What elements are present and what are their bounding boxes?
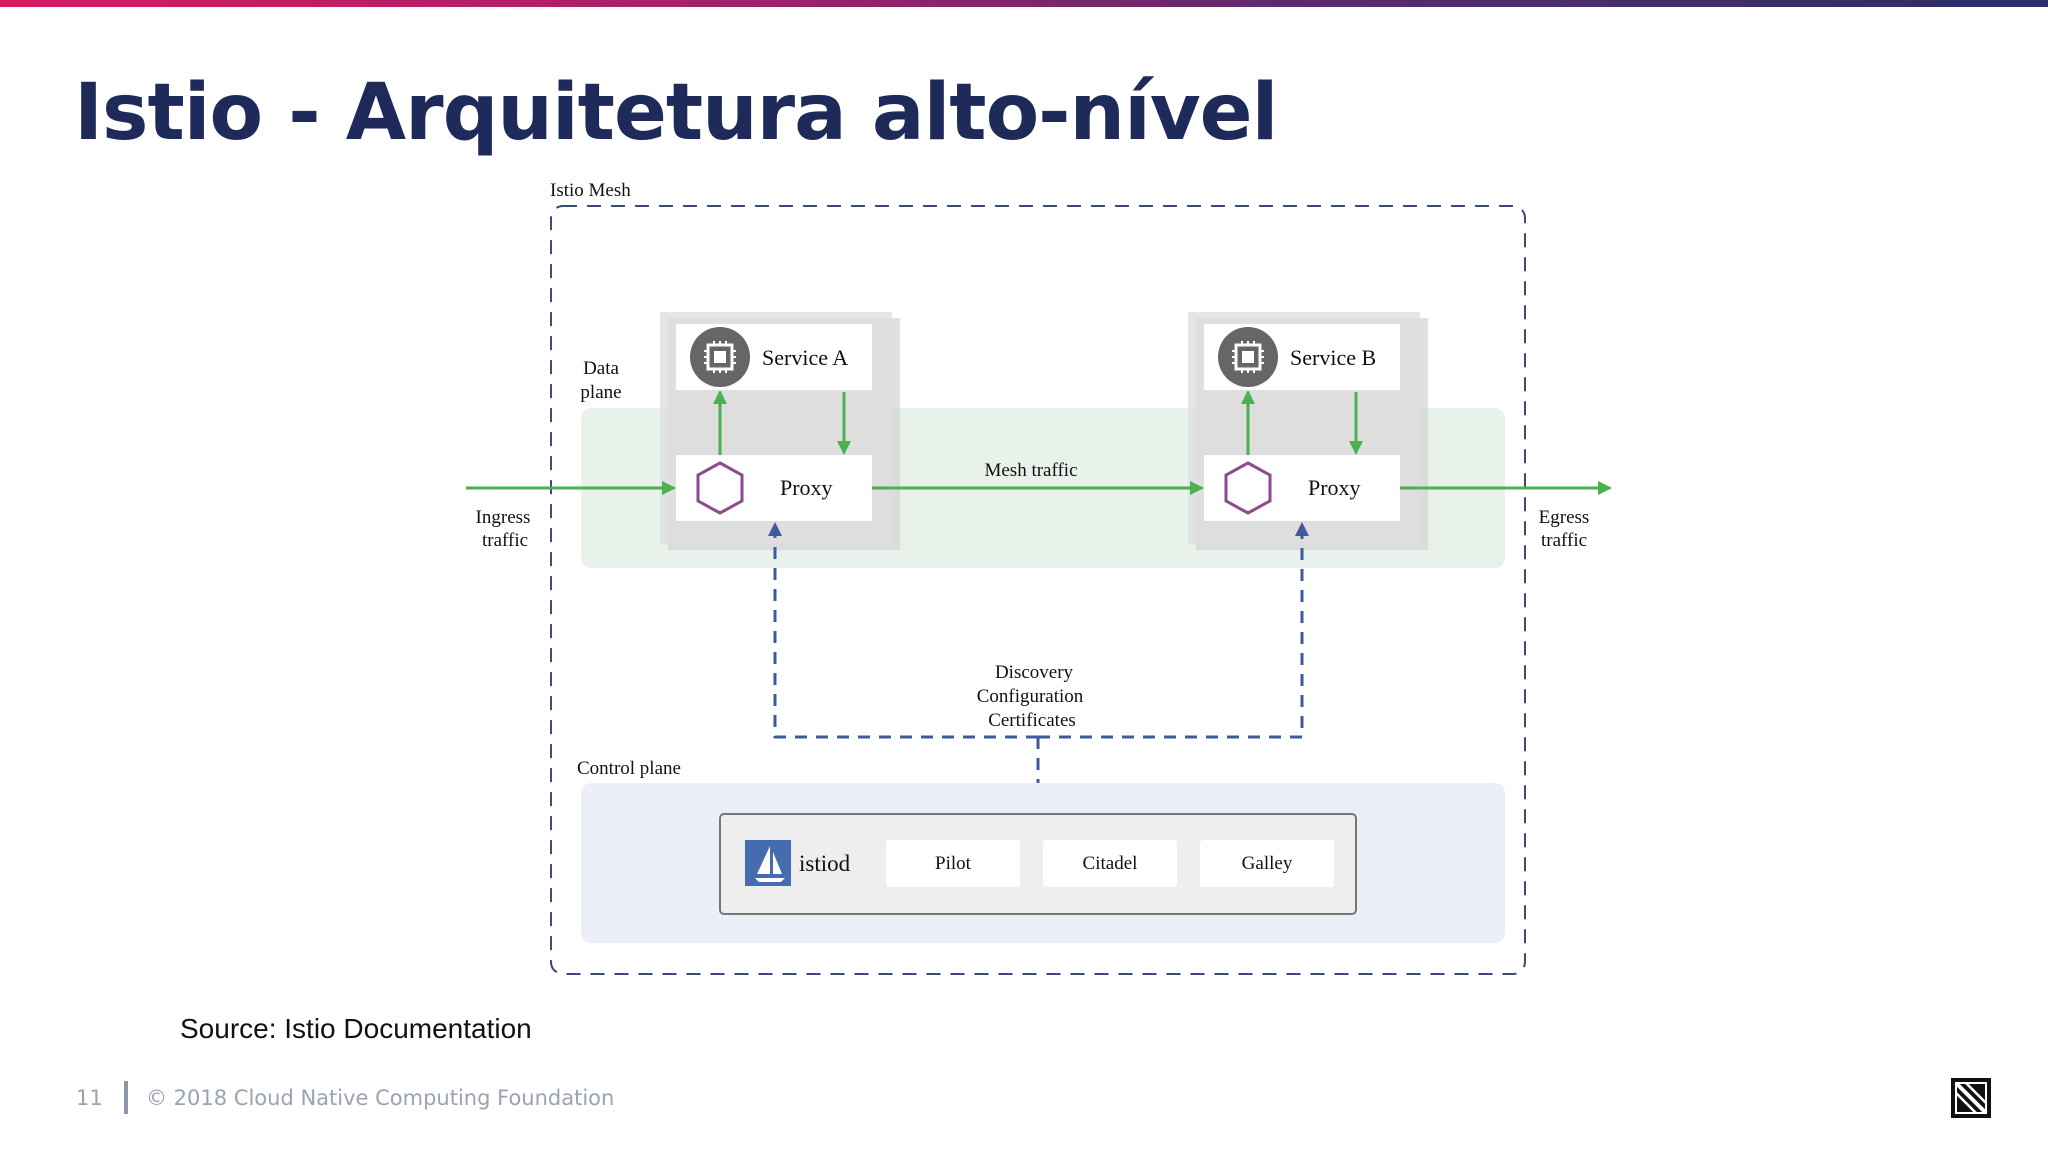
footer-copyright: © 2018 Cloud Native Computing Foundation xyxy=(146,1086,615,1110)
egress-label-line2: traffic xyxy=(1541,530,1587,551)
proxy-hexagon-icon xyxy=(696,461,744,515)
proxy-b-label: Proxy xyxy=(1308,475,1361,500)
control-to-proxy-a-connector xyxy=(768,522,1038,739)
service-a-label: Service A xyxy=(762,345,848,370)
proxy-b-box xyxy=(1204,455,1400,521)
citadel-box xyxy=(1043,840,1177,887)
proxy-a-label: Proxy xyxy=(780,475,833,500)
source-caption: Source: Istio Documentation xyxy=(180,1013,532,1044)
galley-box xyxy=(1200,840,1334,887)
service-b-label: Service B xyxy=(1290,345,1376,370)
istio-mesh-label: Istio Mesh xyxy=(550,180,631,201)
mesh-traffic-label: Mesh traffic xyxy=(984,460,1077,481)
discovery-label: Discovery xyxy=(995,662,1074,683)
certificates-label: Certificates xyxy=(988,710,1076,731)
proxy-hexagon-icon xyxy=(1224,461,1272,515)
configuration-label: Configuration xyxy=(977,686,1084,707)
footer-divider xyxy=(124,1081,128,1114)
page-number: 11 xyxy=(76,1086,103,1110)
istio-mesh-boundary xyxy=(550,205,1526,975)
pod-b: Service B Proxy xyxy=(1188,312,1428,550)
istiod-label: istiod xyxy=(799,851,851,876)
control-to-proxy-b-connector xyxy=(1038,522,1309,739)
top-accent-bar xyxy=(0,0,2048,7)
citadel-label: Citadel xyxy=(1083,853,1138,874)
pilot-label: Pilot xyxy=(935,853,972,874)
pod-a: Service A Proxy xyxy=(660,312,900,550)
data-plane-label-line1: Data xyxy=(583,358,619,379)
galley-label: Galley xyxy=(1242,853,1293,874)
cncf-logo-icon xyxy=(1951,1078,1991,1118)
proxy-a-box xyxy=(676,455,872,521)
ingress-label-line1: Ingress xyxy=(476,507,531,528)
pilot-box xyxy=(886,840,1020,887)
egress-label-line1: Egress xyxy=(1539,507,1590,528)
ingress-label-line2: traffic xyxy=(482,530,528,551)
slide-title: Istio - Arquitetura alto-nível xyxy=(74,68,1278,158)
sail-icon xyxy=(755,846,785,882)
control-plane-label: Control plane xyxy=(577,758,681,779)
data-plane-label-line2: plane xyxy=(580,382,621,403)
istiod-box xyxy=(719,813,1357,915)
